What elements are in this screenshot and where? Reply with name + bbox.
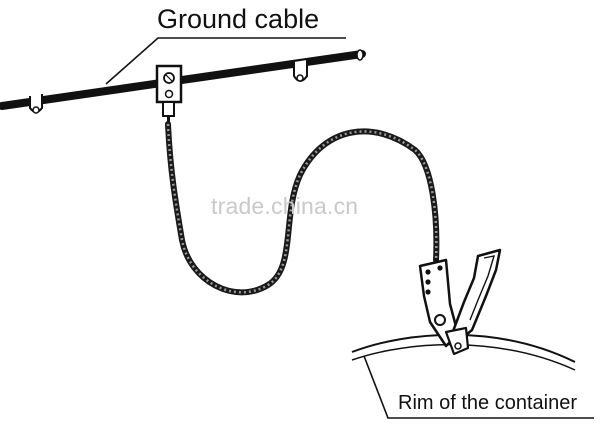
cable-clip-right: [293, 60, 308, 82]
watermark-text: trade.china.cn: [211, 193, 359, 219]
rim-label: Rim of the container: [398, 392, 577, 414]
cable-connector: [155, 64, 183, 124]
ground-cable-label: Ground cable: [157, 4, 320, 34]
ground-cable-leader: [105, 37, 346, 85]
grounding-wire: [165, 121, 440, 296]
ground-cable-end: [356, 49, 364, 61]
rim-leader: [363, 355, 594, 419]
grounding-clamp: [418, 248, 502, 356]
cable-clip-left: [29, 94, 43, 114]
